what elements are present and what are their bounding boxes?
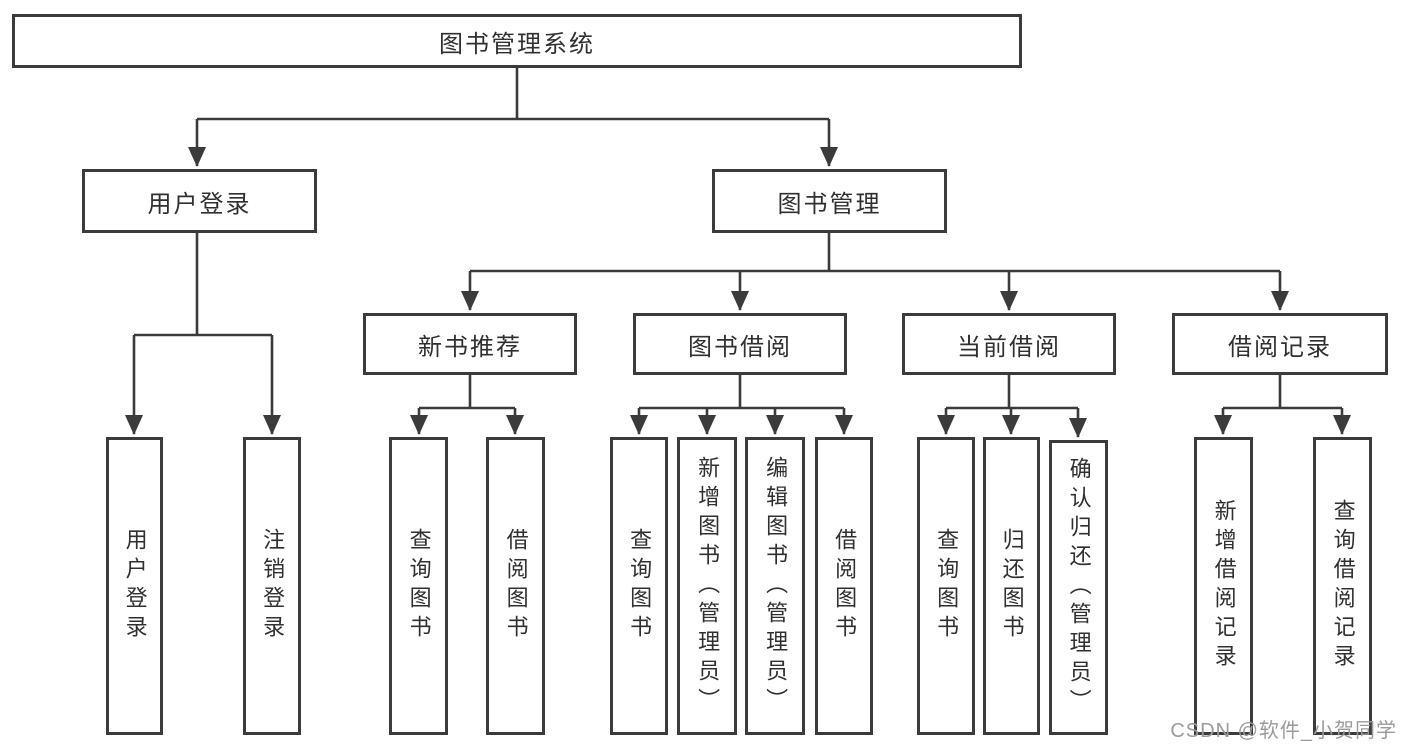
leaf-borrow-books-recommend: 借阅图书 [486,437,545,735]
leaf-confirm-return-admin: 确认归还（管理员） [1049,440,1108,735]
node-label: 用户登录 [147,190,252,218]
leaf-query-books-recommend: 查询图书 [389,437,448,735]
node-label: 新增借阅记录 [1211,499,1237,673]
leaf-edit-book-admin: 编辑图书（管理员） [745,437,805,735]
node-label: 归还图书 [999,528,1025,644]
node-label: 查询图书 [406,528,432,644]
leaf-query-books-current: 查询图书 [917,437,975,735]
node-label: 图书管理系统 [439,30,595,58]
node-label: 图书借阅 [688,333,792,361]
leaf-add-borrow-record: 新增借阅记录 [1194,437,1253,735]
node-label: 新书推荐 [418,333,522,361]
node-new-book-recommend: 新书推荐 [363,313,577,375]
node-label: 查询图书 [627,528,653,644]
leaf-query-borrow-record: 查询借阅记录 [1313,437,1372,735]
node-user-login: 用户登录 [82,169,317,233]
leaf-borrow-books: 借阅图书 [815,437,873,735]
node-borrow-records: 借阅记录 [1172,313,1388,375]
node-library-management-system: 图书管理系统 [12,14,1022,68]
node-label: 注销登录 [260,528,286,644]
node-label: 图书管理 [777,190,882,218]
node-label: 查询借阅记录 [1330,499,1356,673]
node-label: 确认归还（管理员） [1066,457,1092,718]
node-book-borrow: 图书借阅 [633,313,847,375]
leaf-query-books-borrow: 查询图书 [610,437,668,735]
node-label: 借阅记录 [1228,333,1332,361]
leaf-user-login: 用户登录 [106,437,163,735]
node-label: 查询图书 [934,528,960,644]
leaf-logout: 注销登录 [243,437,301,735]
node-label: 用户登录 [122,528,148,644]
leaf-return-book: 归还图书 [983,437,1040,735]
node-label: 借阅图书 [832,528,858,644]
leaf-add-book-admin: 新增图书（管理员） [677,437,737,735]
csdn-watermark: CSDN @软件_小贺同学 [1170,720,1397,742]
node-label: 借阅图书 [503,528,529,644]
node-label: 当前借阅 [957,333,1061,361]
node-current-borrow: 当前借阅 [902,313,1116,375]
node-label: 新增图书（管理员） [695,455,721,717]
node-label: 编辑图书（管理员） [763,455,789,717]
node-book-management: 图书管理 [712,169,947,233]
